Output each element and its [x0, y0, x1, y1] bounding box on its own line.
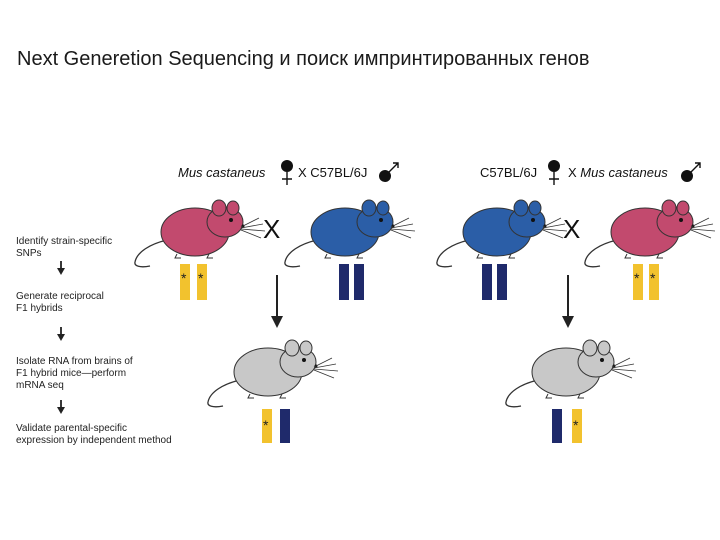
step-label-identify-snps: Identify strain-specific SNPs: [16, 236, 113, 259]
reference-allele-pair: [482, 264, 507, 300]
down-arrow-icon: [271, 275, 283, 328]
snp-marker: *: [263, 417, 269, 433]
cross-2-mother-strain: C57BL/6J: [480, 165, 538, 180]
cross-1-mother-strain: Mus castaneus: [178, 165, 266, 180]
step-label-validate-expression: Validate parental-specific expression by…: [16, 423, 172, 446]
mouse-icon: [436, 199, 568, 268]
male-symbol-icon: [379, 162, 399, 182]
mouse-icon: [584, 199, 716, 268]
down-arrow-icon: [57, 327, 65, 341]
step-label-generate-hybrids: Generate reciprocal F1 hybrids: [16, 291, 104, 314]
mating-x-sign: X: [563, 214, 580, 244]
female-symbol-icon: [281, 160, 293, 185]
mouse-icon: [284, 199, 416, 268]
snp-marker: *: [634, 270, 640, 286]
female-symbol-icon: [548, 160, 560, 185]
cross-2-father-label: X Mus castaneus: [568, 165, 668, 180]
snp-marker: *: [650, 270, 656, 286]
snp-marker: *: [573, 417, 579, 433]
mating-x-sign: X: [263, 214, 280, 244]
down-arrow-icon: [57, 261, 65, 275]
cross-2-father-strain: Mus castaneus: [580, 165, 668, 180]
cross-1-father-label: X C57BL/6J: [298, 165, 367, 180]
mouse-icon: [505, 339, 637, 408]
cross-1-cross-sign: X: [298, 165, 307, 180]
cross-1-label: Mus castaneus: [178, 165, 265, 180]
slide-title: Next Generetion Sequencing и поиск импри…: [17, 48, 590, 70]
snp-marker: *: [181, 270, 187, 286]
down-arrow-icon: [562, 275, 574, 328]
down-arrow-icon: [57, 400, 65, 414]
f1-allele-pair-cross-1: *: [262, 409, 290, 443]
cross-1-father-strain: C57BL/6J: [310, 165, 368, 180]
cross-2-cross-sign: X: [568, 165, 577, 180]
snp-marker: *: [198, 270, 204, 286]
mouse-icon: [207, 339, 339, 408]
snp-allele-pair: * *: [180, 264, 207, 300]
reference-allele-pair: [339, 264, 364, 300]
male-symbol-icon: [681, 162, 701, 182]
mouse-icon: [134, 199, 266, 268]
cross-2-label: C57BL/6J: [480, 165, 537, 180]
f1-allele-pair-cross-2: *: [552, 409, 582, 443]
snp-allele-pair: * *: [633, 264, 659, 300]
step-label-isolate-rna: Isolate RNA from brains of F1 hybrid mic…: [16, 356, 133, 391]
